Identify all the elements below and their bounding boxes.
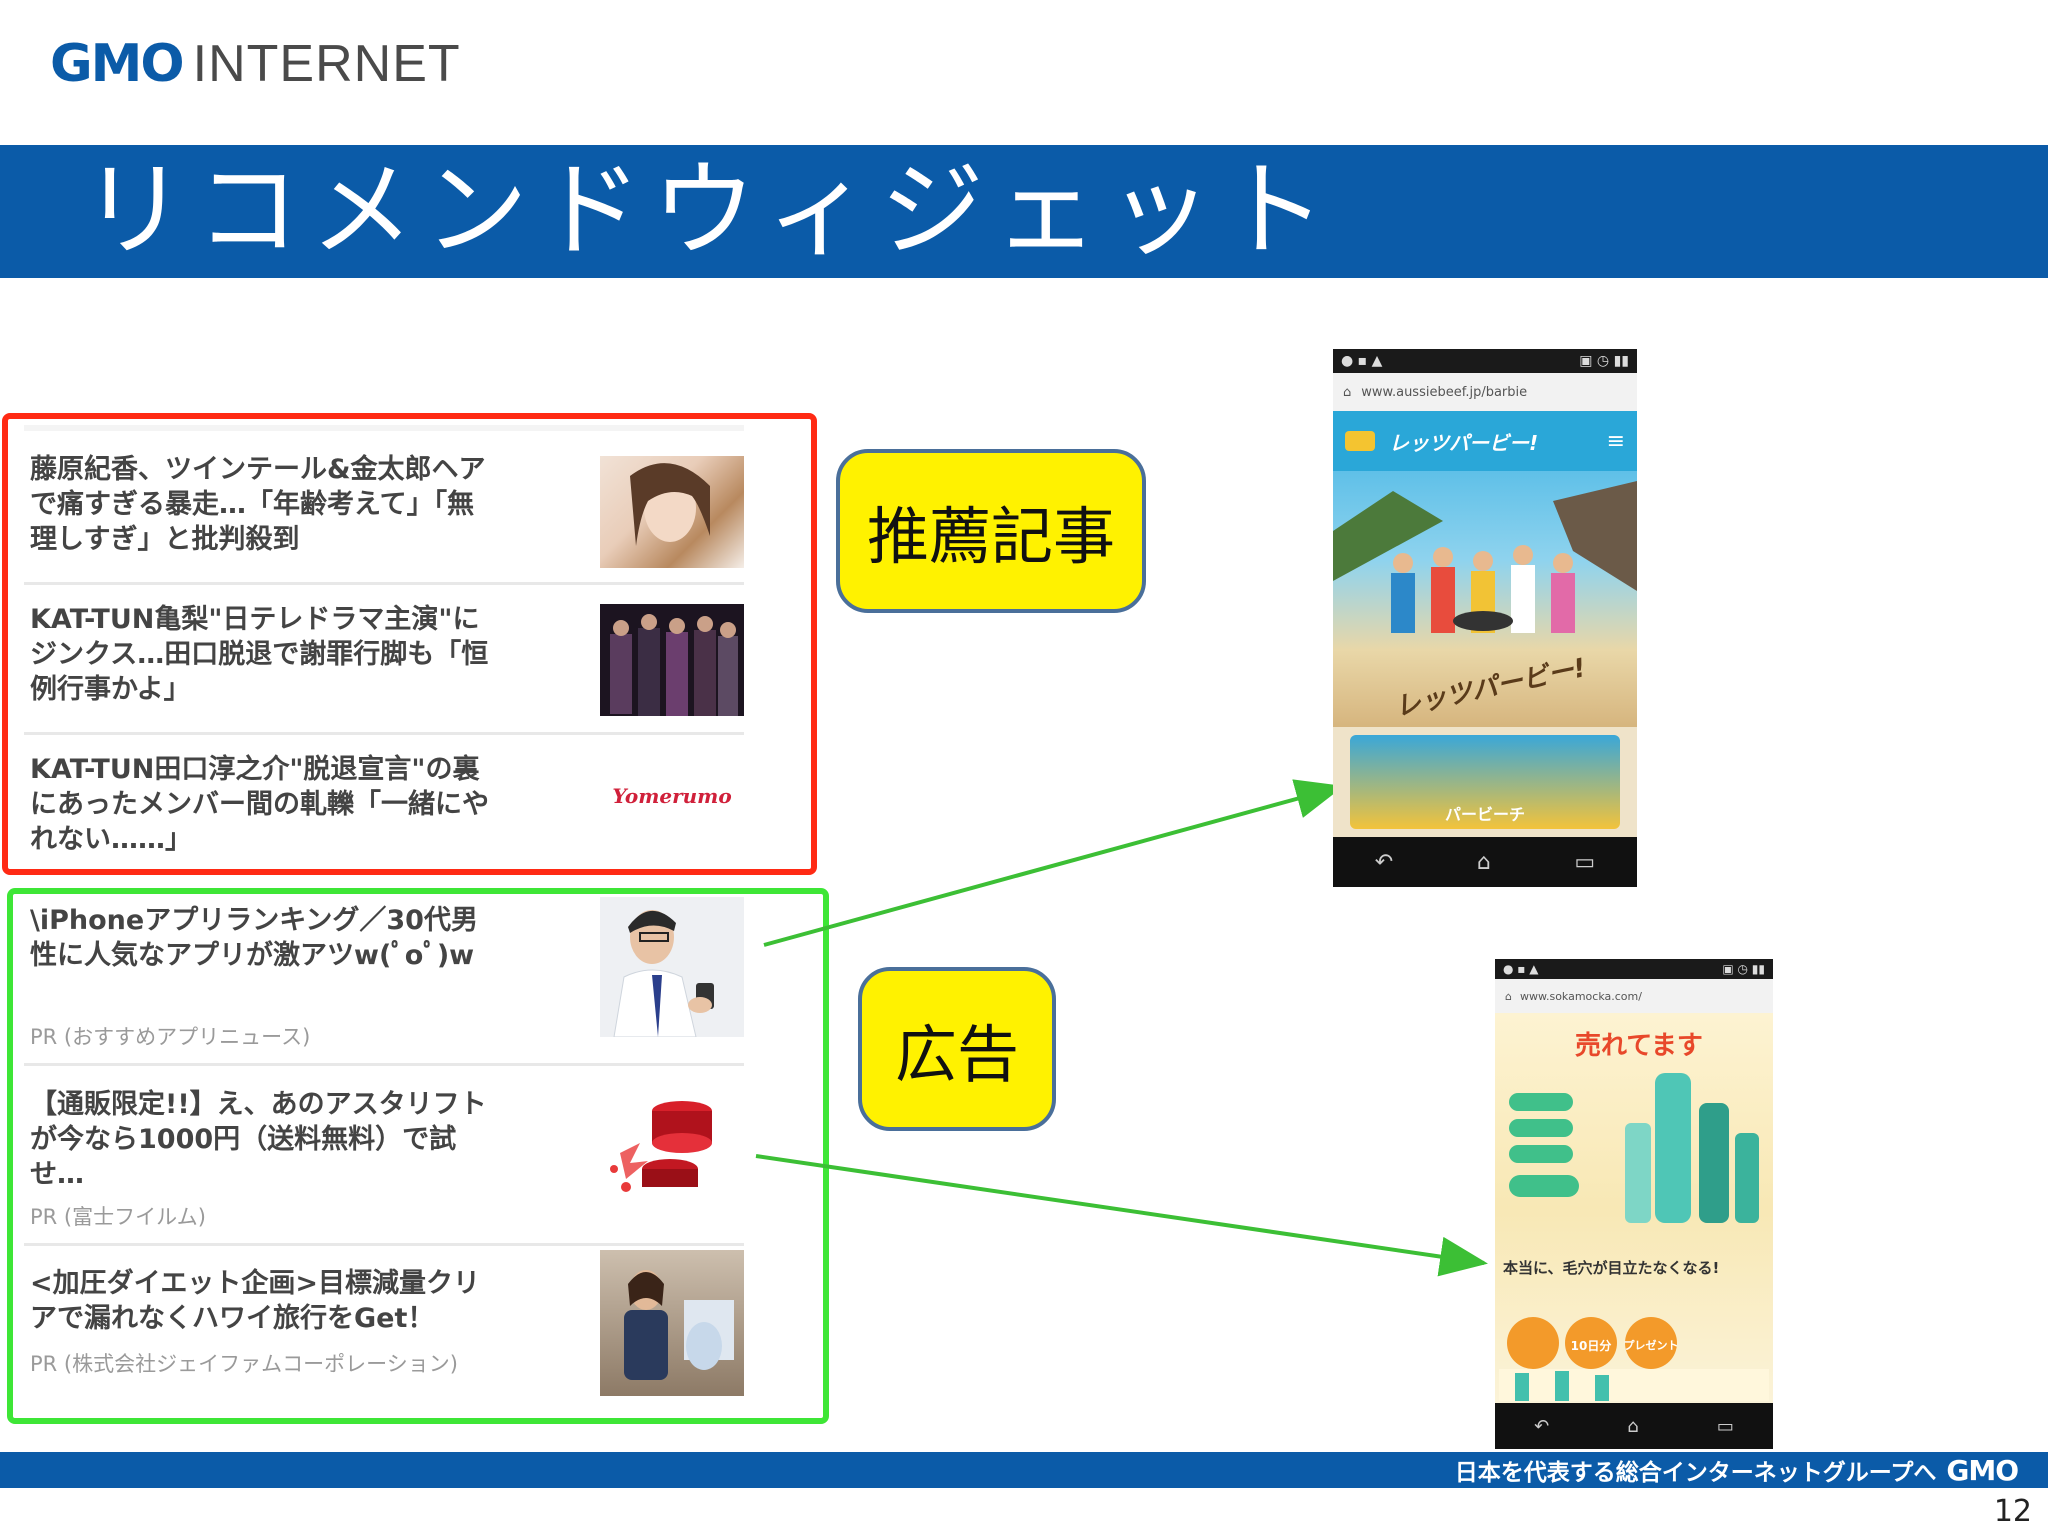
- back-icon[interactable]: ↶: [1374, 849, 1394, 875]
- bbq-group-image: [1333, 481, 1637, 633]
- group-photo-image: [610, 614, 738, 716]
- badge-days: 10日分: [1570, 1339, 1612, 1353]
- ad-thumbnail: [600, 1250, 744, 1396]
- cosmetic-jar-image: [610, 1101, 712, 1192]
- man-with-phone-image: [613, 910, 714, 1037]
- url-text: www.aussiebeef.jp/barbie: [1361, 384, 1528, 400]
- footer-bar: [0, 1452, 2048, 1488]
- phone-nav-bar: ↶ ⌂ ▭: [1495, 1403, 1773, 1449]
- landing-tagline: 本当に、毛穴が目立たなくなる!: [1503, 1259, 1720, 1277]
- footer-gmo-logo: GMO: [1946, 1453, 2019, 1487]
- ad-headline: \iPhoneアプリランキング／30代男性に人気なアプリが激アツw(ﾟoﾟ)w: [30, 905, 478, 971]
- status-icons-left: ● ▪ ▲: [1503, 962, 1539, 976]
- site-header: レッツパービー! ≡: [1333, 411, 1637, 471]
- article-thumbnail: Yomerumo: [600, 766, 744, 826]
- status-icons-right: ▣ ◷ ▮▮: [1579, 353, 1629, 369]
- portrait-image: [630, 463, 710, 546]
- article-headline: KAT-TUN田口淳之介"脱退宣言"の裏にあったメンバー間の軋轢「一緒にやれない…: [30, 754, 489, 855]
- recommended-frame: [2, 413, 817, 875]
- phone-url-bar[interactable]: ⌂ www.sokamocka.com/: [1495, 979, 1773, 1013]
- home-button-icon[interactable]: ⌂: [1476, 849, 1491, 875]
- ad-sponsor: PR (富士フイルム): [30, 1205, 206, 1229]
- ad-thumbnail: [600, 897, 744, 1037]
- landing-headline: 売れてます: [1575, 1031, 1703, 1061]
- back-icon[interactable]: ↶: [1534, 1415, 1550, 1437]
- ad-sponsor: PR (株式会社ジェイファムコーポレーション): [30, 1352, 458, 1376]
- ad-headline: <加圧ダイエット企画>目標減量クリアで漏れなくハワイ旅行をGet！: [30, 1268, 480, 1334]
- ad-thumbnail: [600, 1083, 744, 1203]
- ad-sponsor: PR (おすすめアプリニュース): [30, 1025, 311, 1049]
- menu-icon[interactable]: ≡: [1606, 428, 1625, 454]
- recents-icon[interactable]: ▭: [1574, 849, 1596, 875]
- ad-frame: [7, 888, 829, 1424]
- recommended-article-3[interactable]: KAT-TUN田口淳之介"脱退宣言"の裏にあったメンバー間の軋轢「一緒にやれない…: [24, 738, 744, 864]
- product-bottles-image: [1499, 1073, 1769, 1401]
- ad-article-2[interactable]: 【通販限定!!】え、あのアスタリフトが今なら1000円（送料無料）で試せ… PR…: [24, 1069, 744, 1246]
- phone-status-bar: ● ▪ ▲ ▣ ◷ ▮▮: [1495, 959, 1773, 979]
- gmo-internet-logo: GMO INTERNET: [50, 34, 461, 94]
- slide-title: リコメンドウィジェット: [82, 149, 1337, 271]
- ad-callout: 広告: [858, 967, 1056, 1131]
- recommended-callout: 推薦記事: [836, 449, 1146, 613]
- bbq-poster: レッツパービー!: [1333, 471, 1637, 727]
- article-thumbnail: [600, 456, 744, 568]
- ad-article-1[interactable]: \iPhoneアプリランキング／30代男性に人気なアプリが激アツw(ﾟoﾟ)w …: [24, 895, 744, 1066]
- aussie-beef-logo-icon: [1345, 431, 1375, 451]
- logo-internet-text: INTERNET: [192, 35, 461, 93]
- phone-status-bar: ● ▪ ▲ ▣ ◷ ▮▮: [1333, 349, 1637, 373]
- recommended-article-2[interactable]: KAT-TUN亀梨"日テレドラマ主演"にジンクス…田口脱退で謝罪行脚も「恒例行事…: [24, 588, 744, 735]
- diet-coaching-image: [624, 1270, 734, 1380]
- cosmetic-landing-page: 売れてます 本当に、毛穴が目立たなくなる! 10日分 プレゼント: [1495, 1013, 1773, 1403]
- recents-icon[interactable]: ▭: [1716, 1415, 1734, 1437]
- phone-screenshot-1: ● ▪ ▲ ▣ ◷ ▮▮ ⌂ www.aussiebeef.jp/barbie レッ…: [1333, 349, 1637, 887]
- article-headline: KAT-TUN亀梨"日テレドラマ主演"にジンクス…田口脱退で謝罪行脚も「恒例行事…: [30, 604, 489, 705]
- url-text: www.sokamocka.com/: [1519, 989, 1642, 1003]
- ad-article-3[interactable]: <加圧ダイエット企画>目標減量クリアで漏れなくハワイ旅行をGet！ PR (株式…: [24, 1250, 744, 1410]
- footer-slogan-text: 日本を代表する総合インターネットグループへ: [1454, 1460, 1937, 1486]
- home-icon[interactable]: ⌂: [1343, 384, 1352, 400]
- badge-present: プレゼント: [1623, 1339, 1679, 1352]
- yomerumo-logo: Yomerumo: [612, 784, 732, 808]
- home-icon[interactable]: ⌂: [1505, 989, 1512, 1003]
- article-headline: 藤原紀香、ツインテール&金太郎ヘアで痛すぎる暴走…「年齢考えて」「無理しすぎ」と…: [30, 454, 486, 555]
- status-icons-left: ● ▪ ▲: [1341, 353, 1383, 369]
- footer-slogan: 日本を代表する総合インターネットグループへ GMO: [1454, 1453, 2019, 1487]
- logo-gmo-text: GMO: [50, 34, 185, 94]
- phone-url-bar[interactable]: ⌂ www.aussiebeef.jp/barbie: [1333, 373, 1637, 411]
- phone-nav-bar: ↶ ⌂ ▭: [1333, 837, 1637, 887]
- title-bar: [0, 145, 2048, 278]
- page-number: 12: [1993, 1494, 2032, 1529]
- status-icons-right: ▣ ◷ ▮▮: [1722, 962, 1765, 976]
- recommended-article-1[interactable]: 藤原紀香、ツインテール&金太郎ヘアで痛すぎる暴走…「年齢考えて」「無理しすぎ」と…: [24, 438, 744, 585]
- arrow-to-phone-1: [763, 779, 1344, 947]
- article-thumbnail: [600, 604, 744, 716]
- arrow-to-phone-2: [755, 1154, 1488, 1277]
- ad-headline: 【通販限定!!】え、あのアスタリフトが今なら1000円（送料無料）で試せ…: [30, 1089, 487, 1190]
- promo-title: パービーチ: [1444, 805, 1525, 824]
- phone-screenshot-2: ● ▪ ▲ ▣ ◷ ▮▮ ⌂ www.sokamocka.com/ 売れてます 本当…: [1495, 959, 1773, 1449]
- promo-banner[interactable]: パービーチ: [1333, 727, 1637, 837]
- site-banner-title: レッツパービー!: [1389, 430, 1539, 455]
- widget-top-edge: [24, 425, 744, 431]
- home-button-icon[interactable]: ⌂: [1627, 1415, 1639, 1437]
- promo-image: パービーチ: [1350, 735, 1620, 829]
